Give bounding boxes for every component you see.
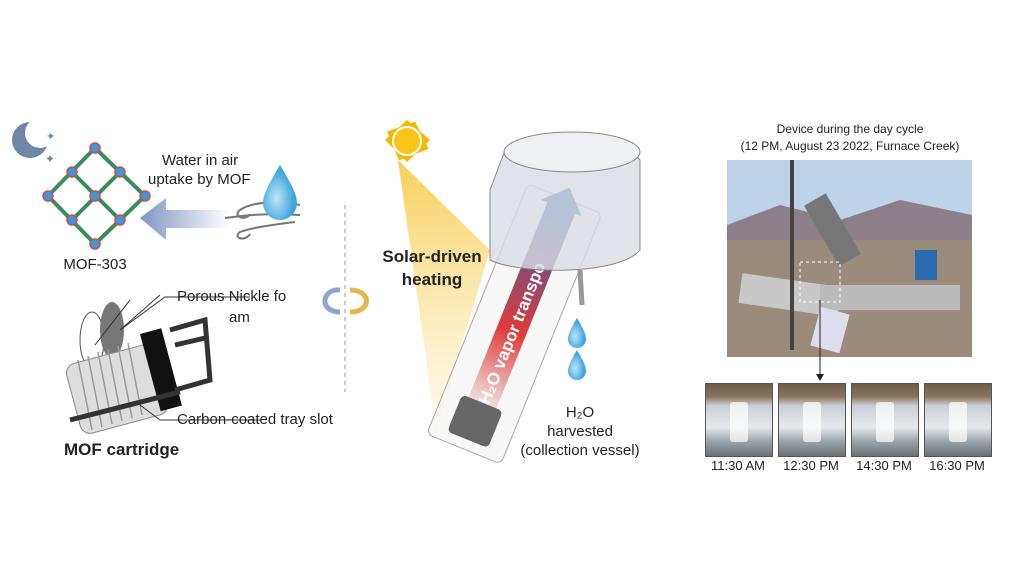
mof-cartridge-illustration <box>65 294 260 434</box>
solar-device-illustration: H₂O vapor transpo <box>428 131 641 463</box>
harvest-label-line2: harvested <box>547 423 613 440</box>
time-label: 12:30 PM <box>783 458 839 473</box>
heating-label-line1: Solar-driven <box>382 247 482 266</box>
harvest-label-line3: (collection vessel) <box>520 442 640 459</box>
time-label: 16:30 PM <box>929 458 985 473</box>
uptake-label-line2: uptake by MOF <box>148 171 251 188</box>
water-drop-icon <box>568 318 586 348</box>
cartridge-title: MOF cartridge <box>64 440 180 459</box>
time-label: 11:30 AM <box>711 458 765 473</box>
time-label: 14:30 PM <box>856 458 912 473</box>
tray-slot-label: Carbon-coated tray slot <box>177 411 333 428</box>
mof-lattice-icon <box>42 142 151 250</box>
nickel-foam-label-line1: Porous Nickle fo <box>177 288 287 305</box>
water-drop-icon <box>568 350 586 380</box>
uptake-arrow-icon <box>140 198 230 240</box>
thumbnail-1130 <box>705 383 773 457</box>
uptake-label-line1: Water in air <box>162 152 239 169</box>
thumbnail-1430 <box>851 383 919 457</box>
photo-title-line2: (12 PM, August 23 2022, Furnace Creek) <box>740 139 960 153</box>
water-drop-icon <box>263 165 297 220</box>
photo-title-line1: Device during the day cycle <box>776 122 924 136</box>
field-photo <box>727 160 972 357</box>
thumbnail-1630 <box>924 383 992 457</box>
svg-text:✦: ✦ <box>34 145 41 154</box>
svg-text:✦: ✦ <box>46 131 55 143</box>
mof-303-label: MOF-303 <box>63 256 127 273</box>
harvest-label-line1: H₂O <box>565 404 595 421</box>
cycle-arrows-icon <box>322 287 369 315</box>
svg-text:✦: ✦ <box>45 152 55 166</box>
nickel-foam-label-line2: am <box>229 309 250 326</box>
sunlight-beam <box>398 160 490 430</box>
thumbnail-1230 <box>778 383 846 457</box>
sun-icon <box>385 120 430 162</box>
heating-label-line2: heating <box>401 270 463 289</box>
moon-icon: ✦ ✦ ✦ <box>12 118 55 166</box>
